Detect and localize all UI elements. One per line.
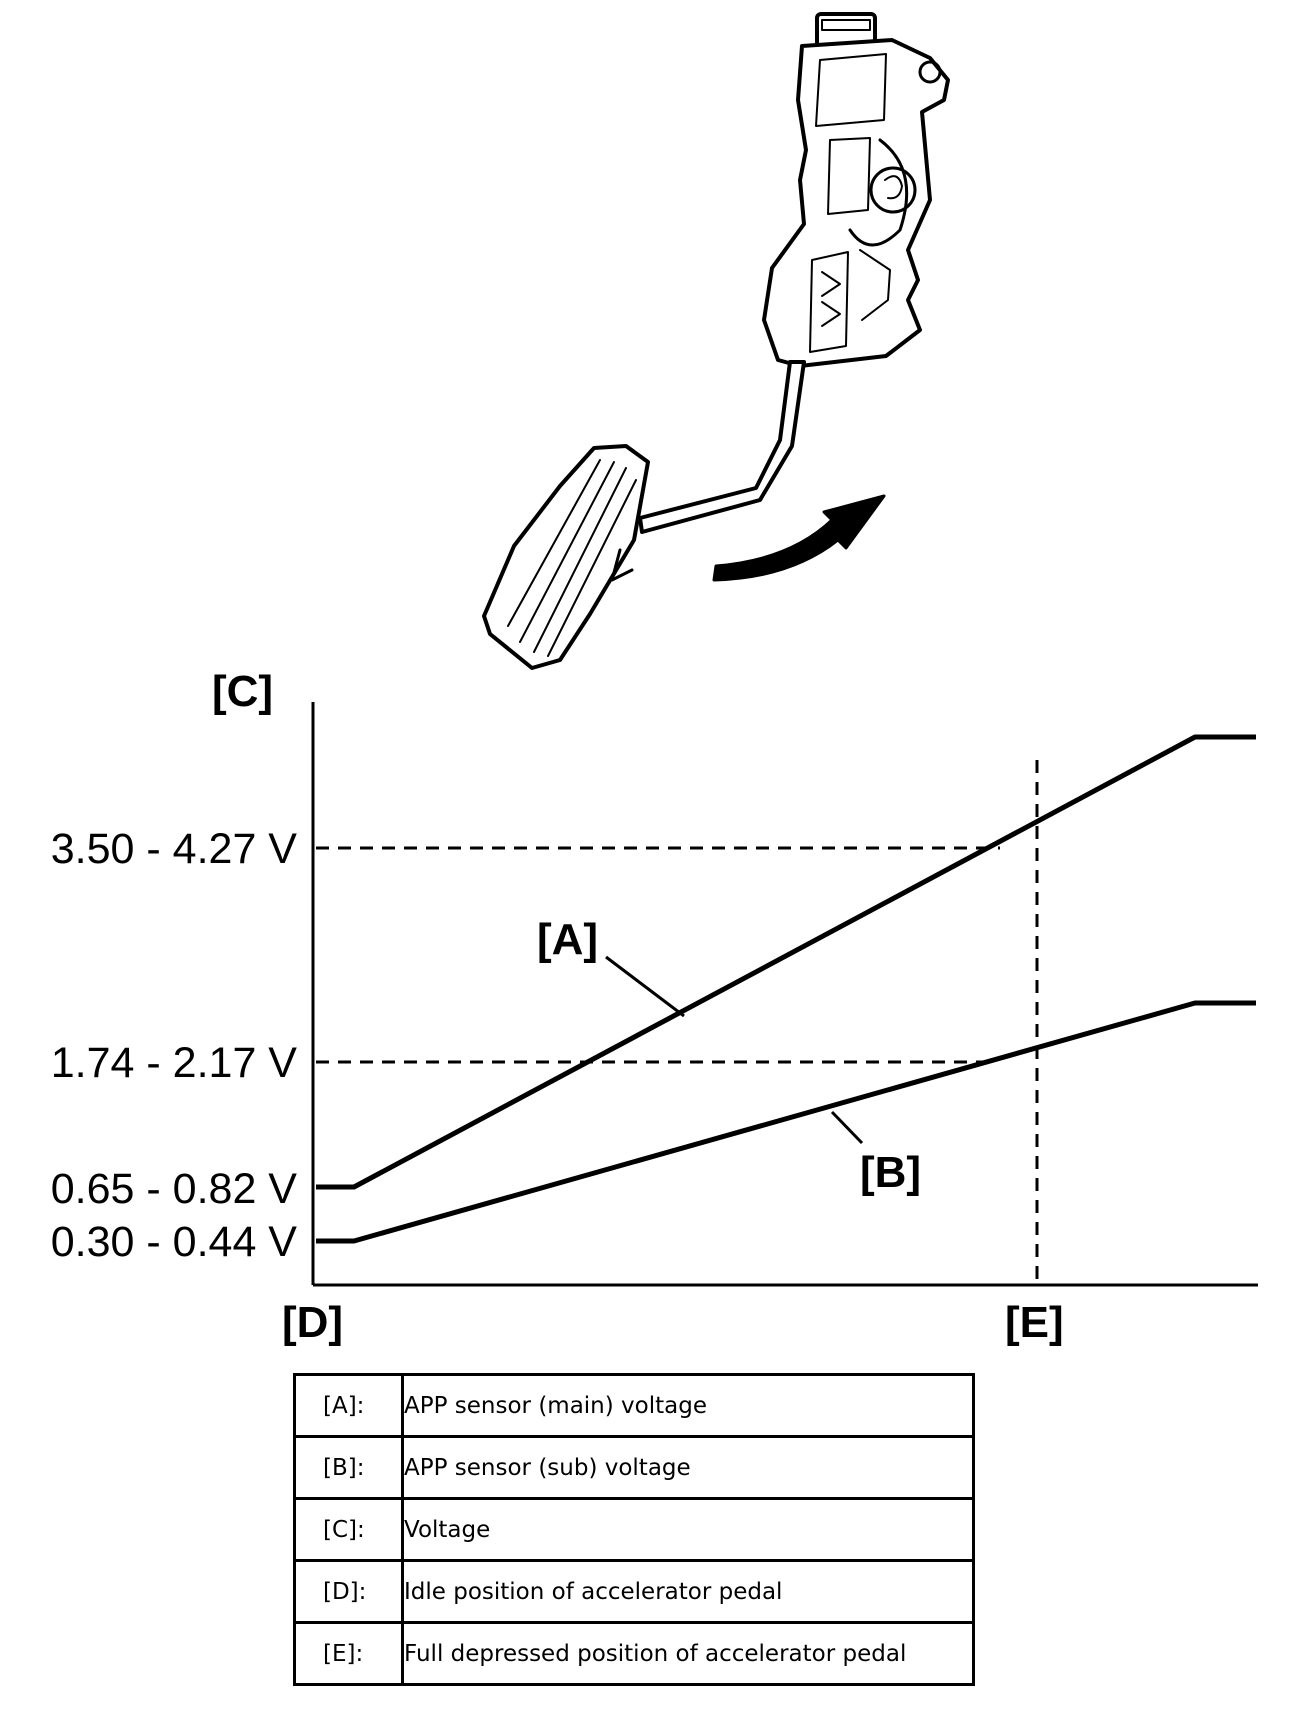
legend-text: APP sensor (main) voltage (401, 1373, 975, 1438)
y-tick-label: 3.50 - 4.27 V (51, 825, 298, 873)
legend-row: [D]: Idle position of accelerator pedal (293, 1559, 975, 1624)
y-tick-label: 0.30 - 0.44 V (51, 1218, 298, 1266)
legend-key: [E]: (293, 1621, 404, 1686)
label-a: [A] (537, 915, 598, 964)
sensor-b-line (316, 1000, 1256, 1244)
label-d: [D] (282, 1298, 343, 1347)
label-c: [C] (212, 667, 273, 716)
legend-key: [B]: (293, 1435, 404, 1500)
legend-key: [A]: (293, 1373, 404, 1438)
legend-key: [D]: (293, 1559, 404, 1624)
legend-key: [C]: (293, 1497, 404, 1562)
y-tick-label: 0.65 - 0.82 V (51, 1165, 298, 1213)
legend-text: Voltage (401, 1497, 975, 1562)
label-e: [E] (1005, 1298, 1064, 1347)
label-a-leader (605, 955, 685, 1018)
curved-arrow-icon (712, 494, 886, 582)
y-tick-label: 1.74 - 2.17 V (51, 1039, 298, 1087)
legend-row: [C]: Voltage (293, 1497, 975, 1562)
legend-text: Idle position of accelerator pedal (401, 1559, 975, 1624)
dashed-guides (316, 760, 1039, 1285)
legend-row: [A]: APP sensor (main) voltage (293, 1373, 975, 1438)
legend-row: [E]: Full depressed position of accelera… (293, 1621, 975, 1686)
label-b: [B] (860, 1148, 921, 1197)
legend-text: Full depressed position of accelerator p… (401, 1621, 975, 1686)
sensor-a-line (316, 734, 1256, 1190)
legend-table: [A]: APP sensor (main) voltage [B]: APP … (293, 1373, 975, 1686)
legend-text: APP sensor (sub) voltage (401, 1435, 975, 1500)
chart-axes (311, 702, 1258, 1287)
legend-row: [B]: APP sensor (sub) voltage (293, 1435, 975, 1500)
accelerator-pedal-icon (482, 12, 950, 670)
label-b-leader (830, 1110, 864, 1145)
